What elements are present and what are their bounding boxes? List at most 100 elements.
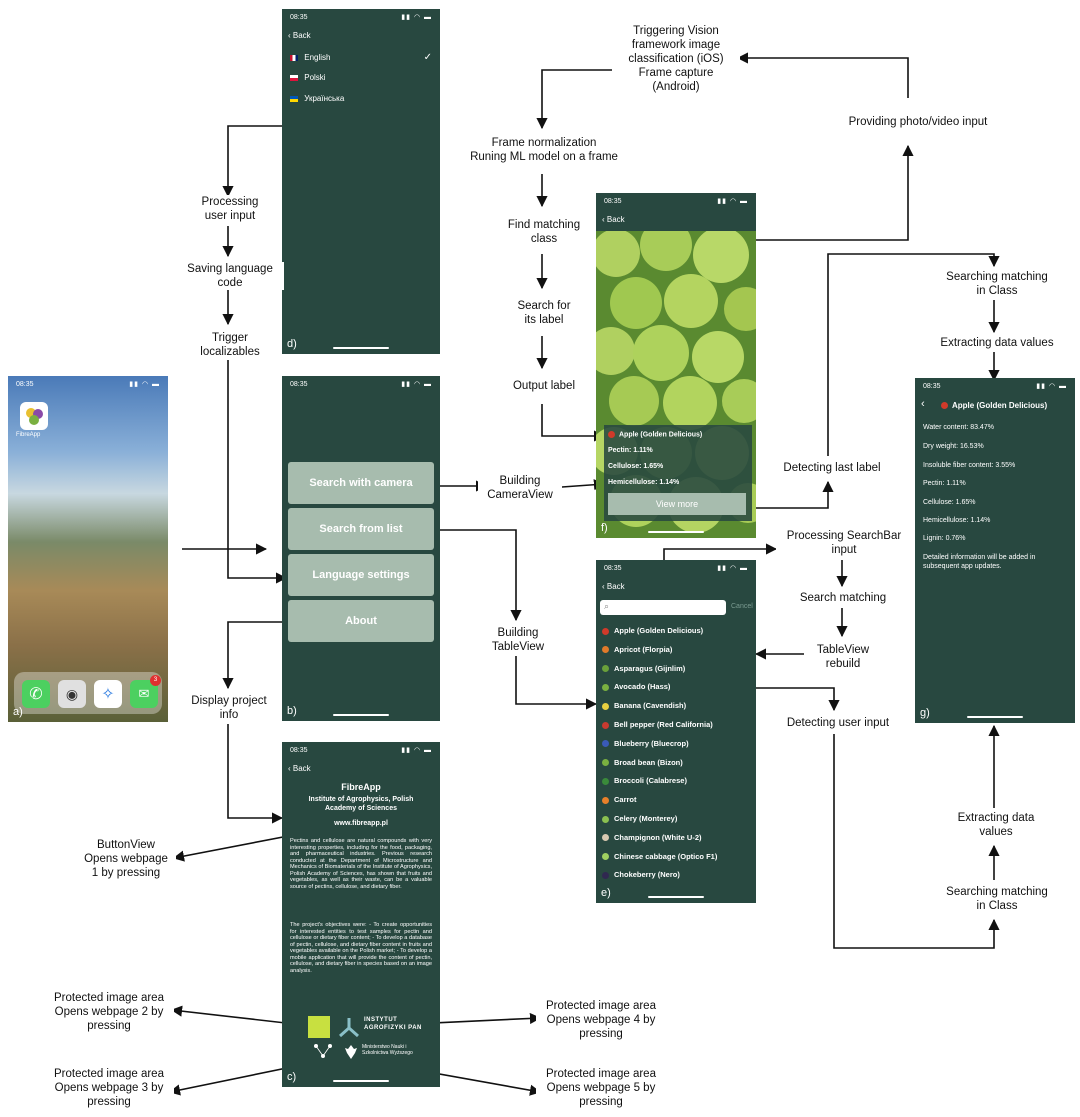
- list-item[interactable]: Asparagus (Gijnlim): [602, 664, 685, 673]
- fibreapp-logo-icon: [23, 405, 45, 427]
- arrow-f-to-providing: [752, 146, 908, 240]
- label-searching-class-bottom: Searching matching in Class: [936, 885, 1058, 913]
- label-processing-user-input: Processing user input: [190, 195, 270, 223]
- phone-about-screen: 08:35 ▮▮ ◠ ▬ ‹ Back FibreApp Institute o…: [282, 742, 440, 1087]
- status-time: 08:35: [604, 198, 622, 205]
- label-tableview-rebuild: TableView rebuild: [804, 643, 882, 671]
- back-button[interactable]: ‹ Back: [602, 582, 625, 591]
- view-more-button[interactable]: View more: [608, 493, 746, 515]
- uk-flag-icon: [290, 55, 298, 61]
- camera-app-icon[interactable]: ◉: [58, 680, 86, 708]
- list-item[interactable]: Broad bean (Bizon): [602, 758, 683, 767]
- panel-tag-g: g): [920, 707, 930, 719]
- list-item[interactable]: Broccoli (Calabrese): [602, 776, 687, 785]
- label-searching-class-top: Searching matching in Class: [936, 270, 1058, 298]
- back-label: Back: [607, 582, 625, 591]
- app-icon-fibreapp[interactable]: [20, 402, 48, 430]
- language-item-ukrainian[interactable]: Українська: [290, 94, 344, 103]
- arrow-e-to-detecting: [756, 688, 834, 710]
- search-with-camera-button[interactable]: Search with camera: [288, 462, 434, 504]
- panel-tag-e: e): [601, 887, 611, 899]
- ukraine-flag-icon: [290, 96, 298, 102]
- list-item[interactable]: Apricot (Florpia): [602, 645, 672, 654]
- list-item-label: Bell pepper (Red California): [614, 720, 713, 729]
- back-button[interactable]: ‹ Back: [288, 764, 311, 773]
- logo-ministry[interactable]: Ministerstwo Nauki i Szkolnictwa Wyższeg…: [362, 1044, 422, 1056]
- panel-tag-a: a): [13, 706, 23, 718]
- label-output-label: Output label: [500, 379, 588, 393]
- arrow-triggering-to-frame: [542, 70, 622, 128]
- cancel-button[interactable]: Cancel: [731, 603, 753, 610]
- result-panel: Apple (Golden Delicious) Pectin: 1.11% C…: [604, 425, 752, 521]
- about-url-button[interactable]: www.fibreapp.pl: [282, 820, 440, 827]
- search-from-list-button[interactable]: Search from list: [288, 508, 434, 550]
- food-icon: [602, 628, 609, 635]
- back-button[interactable]: ‹ Back: [288, 31, 311, 40]
- status-time: 08:35: [290, 381, 308, 388]
- arrow-lang-to-processing: [228, 126, 290, 196]
- phone-camera-screen: 08:35 ▮▮ ◠ ▬ ‹ Back Apple (Golden Delici…: [596, 193, 756, 538]
- home-indicator: [333, 347, 389, 349]
- status-icons: ▮▮ ◠ ▬: [1036, 382, 1067, 390]
- back-chevron-icon[interactable]: ‹: [921, 398, 925, 410]
- status-icons: ▮▮ ◠ ▬: [129, 380, 160, 388]
- label-protected-3: Protected image area Opens webpage 3 by …: [44, 1067, 174, 1109]
- food-icon: [602, 778, 609, 785]
- list-item[interactable]: Chinese cabbage (Optico F1): [602, 852, 717, 861]
- eagle-emblem-icon: [344, 1044, 358, 1060]
- detail-row-hemicellulose: Hemicellulose: 1.14%: [923, 517, 990, 524]
- list-item-label: Broccoli (Calabrese): [614, 776, 687, 785]
- panel-tag-d: d): [287, 338, 297, 350]
- about-title: FibreApp: [282, 782, 440, 792]
- language-label: English: [304, 53, 330, 62]
- list-item[interactable]: Avocado (Hass): [602, 682, 670, 691]
- list-item-label: Celery (Monterey): [614, 814, 677, 823]
- apple-icon: [608, 431, 615, 438]
- back-button[interactable]: ‹ Back: [602, 215, 625, 224]
- list-item-label: Apple (Golden Delicious): [614, 626, 703, 635]
- logo-network-icon[interactable]: [312, 1042, 334, 1060]
- phone-menu-screen: 08:35 ▮▮ ◠ ▬ Search with camera Search f…: [282, 376, 440, 721]
- label-providing-input: Providing photo/video input: [836, 115, 1000, 129]
- list-item[interactable]: Champignon (White U-2): [602, 833, 702, 842]
- list-item[interactable]: Blueberry (Bluecrop): [602, 739, 689, 748]
- detail-row-insoluble-fiber: Insoluble fiber content: 3.55%: [923, 462, 1015, 469]
- detail-row-cellulose: Cellulose: 1.65%: [923, 499, 976, 506]
- list-item[interactable]: Chokeberry (Nero): [602, 870, 680, 879]
- logo-fibreapp[interactable]: [308, 1016, 330, 1038]
- phone-app-icon[interactable]: ✆: [22, 680, 50, 708]
- arrow-buildingtable-to-e: [516, 656, 596, 704]
- status-time: 08:35: [16, 381, 34, 388]
- detail-note: Detailed information will be added in su…: [923, 553, 1067, 571]
- label-protected-4: Protected image area Opens webpage 4 by …: [536, 999, 666, 1041]
- phone-home-screen: 08:35 ▮▮ ◠ ▬ FibreApp ✆ ◉ ✧ ✉ 3 a): [8, 376, 168, 722]
- search-bar[interactable]: ⌕: [600, 600, 726, 615]
- language-settings-button[interactable]: Language settings: [288, 554, 434, 596]
- label-building-cameraview: Building CameraView: [478, 474, 562, 502]
- label-processing-searchbar: Processing SearchBar input: [776, 529, 912, 557]
- about-button[interactable]: About: [288, 600, 434, 642]
- list-item-label: Chinese cabbage (Optico F1): [614, 852, 717, 861]
- list-item-label: Champignon (White U-2): [614, 833, 702, 842]
- list-item-label: Apricot (Florpia): [614, 645, 672, 654]
- list-item[interactable]: Celery (Monterey): [602, 814, 677, 823]
- label-display-project-info: Display project info: [180, 694, 278, 722]
- list-item[interactable]: Apple (Golden Delicious): [602, 626, 703, 635]
- detail-row-dry-weight: Dry weight: 16.53%: [923, 443, 984, 450]
- language-item-english[interactable]: English ✓: [290, 53, 432, 62]
- label-trigger-localizables: Trigger localizables: [190, 331, 270, 359]
- list-item[interactable]: Carrot: [602, 795, 637, 804]
- phone-language-screen: 08:35 ▮▮ ◠ ▬ ‹ Back English ✓ Polski Укр…: [282, 9, 440, 354]
- status-time: 08:35: [604, 565, 622, 572]
- label-find-matching-class: Find matching class: [496, 218, 592, 246]
- language-item-polski[interactable]: Polski: [290, 73, 326, 82]
- detail-row-pectin: Pectin: 1.11%: [923, 480, 966, 487]
- food-icon: [602, 834, 609, 841]
- list-item-label: Asparagus (Gijnlim): [614, 664, 685, 673]
- logo-instytut-agrofizyki[interactable]: INSTYTUT AGROFIZYKI PAN: [364, 1016, 424, 1032]
- list-item[interactable]: Banana (Cavendish): [602, 701, 686, 710]
- list-item[interactable]: Bell pepper (Red California): [602, 720, 713, 729]
- logo-y-mark: [338, 1016, 360, 1038]
- status-icons: ▮▮ ◠ ▬: [717, 197, 748, 205]
- safari-app-icon[interactable]: ✧: [94, 680, 122, 708]
